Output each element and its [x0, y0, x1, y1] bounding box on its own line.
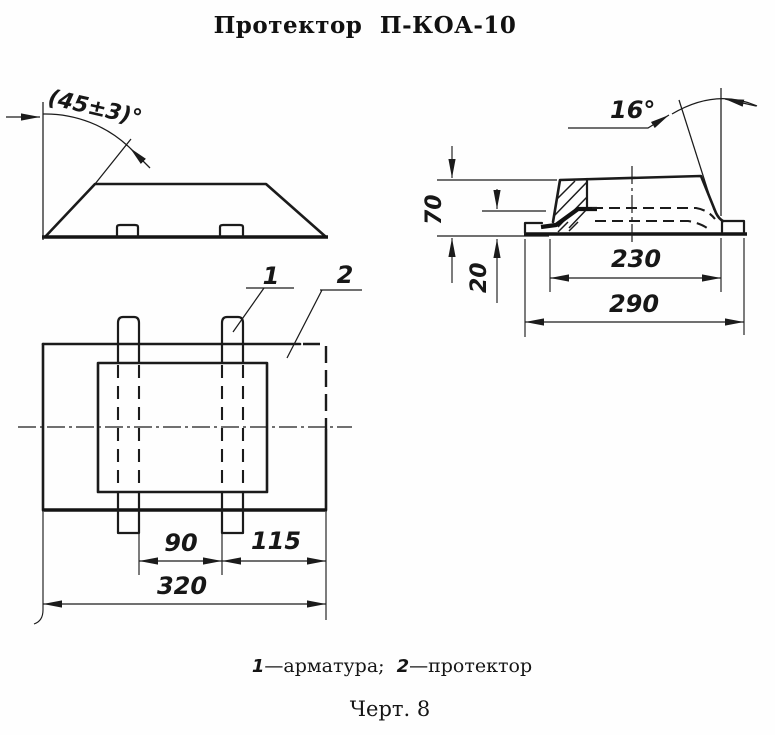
dim-230-label: 230 — [611, 245, 661, 273]
dim-115: 115 — [222, 512, 327, 620]
section-plate-right-lip — [720, 219, 746, 235]
section-hidden-line-top — [592, 206, 716, 220]
dim-320: 320 — [33, 512, 326, 625]
section-angle-label: 16° — [610, 96, 655, 124]
dim-70-label: 70 — [422, 194, 447, 225]
plan-callout-2: 2 — [286, 261, 362, 359]
dim-90-label: 90 — [164, 529, 197, 557]
plan-callout-2-label: 2 — [337, 261, 354, 289]
dim-230: 230 — [549, 238, 722, 292]
plan-lug-strips — [116, 315, 245, 535]
figure-label: Черт. 8 — [350, 697, 430, 721]
section-view: 16° 70 20 230 290 — [422, 88, 758, 337]
front-lug-right — [218, 223, 245, 238]
section-plate-left-lip — [523, 221, 544, 235]
caption-item1-text: —арматура; — [264, 655, 384, 677]
dim-115-label: 115 — [251, 527, 301, 555]
front-angle-arc — [42, 113, 131, 149]
section-body-outline — [551, 174, 725, 224]
plan-callout-1: 1 — [232, 262, 294, 333]
plan-armature-outline — [96, 361, 269, 494]
caption-item1-number: 1 — [252, 656, 265, 677]
dim-320-label: 320 — [157, 572, 207, 600]
dim-90: 90 — [138, 529, 223, 575]
section-armature-bend — [540, 206, 597, 230]
front-lug-left — [115, 223, 140, 238]
dim-20: 20 — [467, 189, 546, 303]
front-slant-extension — [94, 138, 132, 185]
dim-70: 70 — [422, 146, 557, 283]
plan-callout-1-label: 1 — [263, 262, 280, 290]
angle16-slant-extension — [678, 99, 715, 211]
front-angle-arrow-bottom — [129, 147, 151, 169]
caption-legend: 1—арматура; 2—протектор — [252, 655, 532, 677]
section-hidden-line-bottom — [595, 219, 708, 229]
dim-290: 290 — [524, 238, 745, 337]
caption-item2-number: 2 — [397, 656, 410, 677]
angle16-arrow — [724, 98, 757, 107]
angle16-arc — [671, 98, 758, 115]
caption-item2-text: —протектор — [409, 655, 532, 677]
plan-view: 1 2 90 115 320 — [18, 261, 362, 625]
dim-290-label: 290 — [609, 290, 659, 318]
front-outline — [43, 182, 328, 239]
page-title: Протектор П-КОА-10 — [214, 12, 517, 39]
dim-20-label: 20 — [467, 262, 492, 293]
angle16-leader — [568, 114, 670, 129]
front-view: (45±3)° — [6, 85, 328, 240]
